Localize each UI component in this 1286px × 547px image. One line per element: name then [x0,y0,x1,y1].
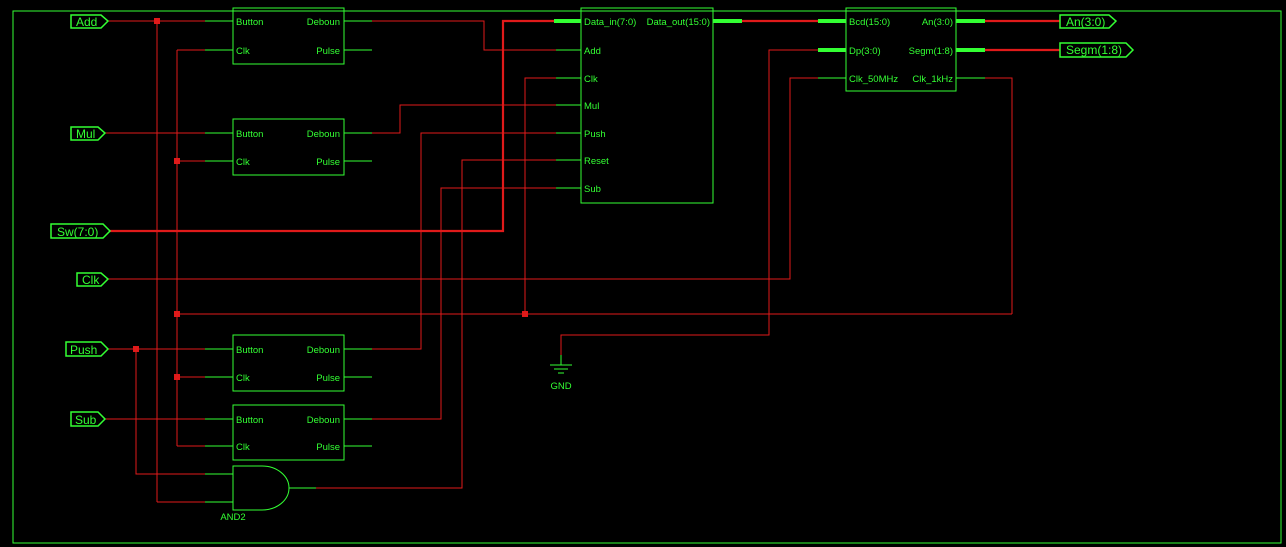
output-port-label: An(3:0) [1066,15,1105,29]
input-port-label: Mul [76,127,95,141]
alu-block[interactable]: Data_in(7:0) Data_out(15:0) Add Clk Mul … [554,7,742,204]
pin-label: Clk [236,373,250,384]
pin-label: Clk [236,157,250,168]
input-port-label: Sw(7:0) [57,225,98,239]
pin-label: Reset [584,156,609,167]
pin-label: Mul [584,101,599,112]
junction [133,346,139,352]
pin-label: Pulse [316,373,340,384]
input-port-sub[interactable]: Sub [70,411,107,427]
pin-label: An(3:0) [922,17,953,28]
pin-label: Deboun [307,129,340,140]
pin-label: Clk_1kHz [912,74,953,85]
junction [174,311,180,317]
buses [110,19,1060,233]
pin-label: Clk_50MHz [849,74,898,85]
pin-label: Button [236,415,263,426]
input-port-label: Add [76,15,97,29]
junction [174,158,180,164]
gate-label: AND2 [220,512,245,523]
sheet-border [12,10,1282,544]
debouncer-block-sub[interactable]: Button Clk Deboun Pulse [205,404,372,461]
wires [105,20,1013,503]
pin-label: Clk [584,74,598,85]
input-port-add[interactable]: Add [70,14,110,29]
junction [154,18,160,24]
pin-label: Dp(3:0) [849,46,881,57]
output-port-label: Segm(1:8) [1066,43,1122,57]
pin-label: Data_out(15:0) [647,17,710,28]
input-port-push[interactable]: Push [65,341,110,357]
display-block[interactable]: Bcd(15:0) Dp(3:0) Clk_50MHz An(3:0) Segm… [818,7,985,92]
junction [522,311,528,317]
pin-label: Pulse [316,46,340,57]
pin-label: Clk [236,442,250,453]
debouncer-block-add[interactable]: Button Clk Deboun Pulse [205,7,372,65]
output-port-an[interactable]: An(3:0) [1059,14,1118,29]
pin-label: Clk [236,46,250,57]
junction [174,374,180,380]
input-port-label: Push [70,343,97,357]
debouncer-block-push[interactable]: Button Clk Deboun Pulse [205,334,372,392]
pin-label: Pulse [316,157,340,168]
and2-gate[interactable]: AND2 [205,465,316,523]
gnd-symbol[interactable]: GND [550,355,572,392]
pin-label: Pulse [316,442,340,453]
pin-label: Deboun [307,345,340,356]
pin-label: Add [584,46,601,57]
pin-label: Push [584,129,606,140]
junctions [133,18,528,380]
debouncer-block-mul[interactable]: Button Clk Deboun Pulse [205,118,372,176]
input-port-label: Clk [82,273,100,287]
pin-label: Sub [584,184,601,195]
pin-label: Button [236,129,263,140]
pin-label: Button [236,17,263,28]
pin-label: Deboun [307,17,340,28]
pin-label: Segm(1:8) [909,46,953,57]
pin-label: Deboun [307,415,340,426]
pin-label: Data_in(7:0) [584,17,636,28]
input-port-clk[interactable]: Clk [76,272,110,287]
input-port-sw[interactable]: Sw(7:0) [50,223,112,239]
gnd-label: GND [550,381,571,392]
pin-label: Button [236,345,263,356]
input-port-mul[interactable]: Mul [70,126,107,141]
input-port-label: Sub [75,413,97,427]
pin-label: Bcd(15:0) [849,17,890,28]
output-port-segm[interactable]: Segm(1:8) [1059,42,1135,58]
